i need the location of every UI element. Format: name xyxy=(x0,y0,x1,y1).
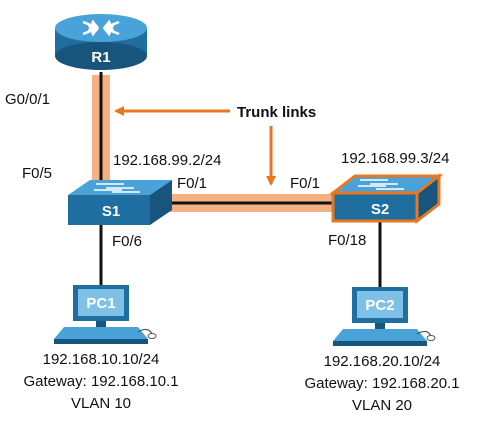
router-r1[interactable]: R1 xyxy=(55,14,147,70)
router-label: R1 xyxy=(91,49,110,66)
switch-s1-label: S1 xyxy=(102,203,120,220)
pc2-vlan: VLAN 20 xyxy=(352,397,412,414)
switch-s2[interactable]: S2 xyxy=(328,172,444,225)
router-icon xyxy=(55,14,147,70)
pc1-ip: 192.168.10.10/24 xyxy=(43,351,160,368)
switch-icon xyxy=(328,172,444,225)
s2-ip-label: 192.168.99.3/24 xyxy=(341,150,449,167)
port-label-s1-f0-1: F0/1 xyxy=(177,175,207,192)
pc-pc2[interactable]: PC2 xyxy=(333,287,436,346)
pc1-gateway: Gateway: 192.168.10.1 xyxy=(23,373,178,390)
pc2-label: PC2 xyxy=(365,297,394,314)
port-label-g0-0-1: G0/0/1 xyxy=(5,91,50,108)
pc2-gateway: Gateway: 192.168.20.1 xyxy=(304,375,459,392)
pc1-label: PC1 xyxy=(86,295,115,312)
switch-icon xyxy=(68,180,172,225)
switch-s1[interactable]: S1 xyxy=(68,180,172,225)
port-label-s1-f0-6: F0/6 xyxy=(112,233,142,250)
pc1-vlan: VLAN 10 xyxy=(71,395,131,412)
switch-s2-label: S2 xyxy=(371,201,389,218)
port-label-s1-f0-5: F0/5 xyxy=(22,165,52,182)
pc-pc1[interactable]: PC1 xyxy=(54,285,157,344)
pc-icon xyxy=(333,287,436,346)
s1-ip-label: 192.168.99.2/24 xyxy=(113,152,221,169)
pc-icon xyxy=(54,285,157,344)
pc2-ip: 192.168.20.10/24 xyxy=(324,353,441,370)
port-label-s2-f0-18: F0/18 xyxy=(328,232,366,249)
port-label-s2-f0-1: F0/1 xyxy=(290,175,320,192)
callout-trunk-links: Trunk links xyxy=(237,104,316,121)
